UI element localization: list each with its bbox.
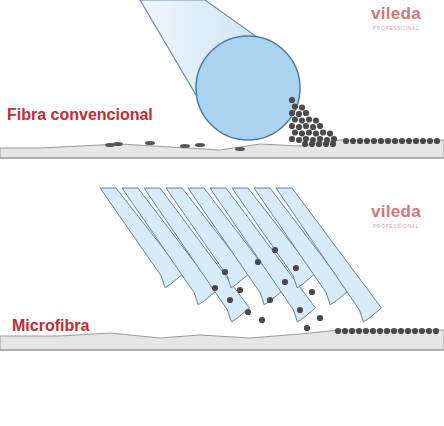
dirt-dot (316, 141, 322, 147)
dirt-dot (371, 138, 377, 144)
dirt-dot (343, 138, 349, 144)
dirt-dot (399, 138, 405, 144)
dirt-dot (377, 328, 383, 334)
dirt-dot (292, 129, 298, 135)
dirt-dot (406, 138, 412, 144)
dirt-smear (195, 143, 205, 147)
dirt-dot (309, 289, 315, 295)
surface-edge (0, 158, 444, 159)
dirt-dot (306, 129, 312, 135)
dirt-dot (289, 110, 295, 116)
dirt-dot (327, 130, 333, 136)
dirt-dot (272, 247, 278, 253)
dirt-dot (350, 138, 356, 144)
dirt-dot (357, 138, 363, 144)
microfiber-strand (276, 188, 381, 322)
dirt-dot (342, 328, 348, 334)
dirt-dot (296, 111, 302, 117)
dirt-dot (419, 328, 425, 334)
dirt-dot (304, 325, 310, 331)
dirt-particles (105, 97, 440, 151)
dirt-dot (310, 124, 316, 130)
dirt-dot (335, 328, 341, 334)
dirt-dot (259, 317, 265, 323)
dirt-dot (434, 138, 440, 144)
dirt-dot (413, 138, 419, 144)
dirt-dot (296, 137, 302, 143)
dirt-dot (299, 104, 305, 110)
dirt-dot (398, 328, 404, 334)
dirt-dot (426, 328, 432, 334)
dirt-dot (293, 265, 299, 271)
dirt-dot (245, 309, 251, 315)
dirt-dot (289, 97, 295, 103)
dirt-dot (330, 141, 336, 147)
dirt-dot (227, 297, 233, 303)
dirt-dot (313, 117, 319, 123)
dirt-dot (303, 110, 309, 116)
dirt-dot (296, 124, 302, 130)
dirt-dot (370, 328, 376, 334)
dirt-dot (323, 141, 329, 147)
dirt-dot (349, 328, 355, 334)
dirt-smear (113, 142, 123, 146)
surface-edge (0, 350, 444, 351)
dirt-dot (363, 328, 369, 334)
dirt-dot (313, 130, 319, 136)
dirt-dot (317, 123, 323, 129)
dirt-dot (392, 138, 398, 144)
brand-logo: vileda (371, 4, 421, 24)
fiber-cross-section (196, 36, 300, 140)
dirt-dot (306, 116, 312, 122)
dirt-dot (433, 328, 439, 334)
dirt-dot (317, 315, 323, 321)
microfiber-strands (100, 188, 381, 322)
dirt-dot (289, 123, 295, 129)
dirt-smear (235, 147, 245, 151)
dirt-dot (427, 138, 433, 144)
caption-label: Fibra convencional (7, 106, 153, 124)
dirt-dot (292, 116, 298, 122)
dirt-dot (405, 328, 411, 334)
dirt-dot (391, 328, 397, 334)
dirt-dot (297, 307, 303, 313)
brand-logo: vileda (371, 202, 421, 222)
brand-subtitle: PROFESSIONAL (373, 25, 419, 31)
dirt-dot (237, 287, 243, 293)
dirt-dot (385, 138, 391, 144)
dirt-dot (320, 129, 326, 135)
brand-subtitle: PROFESSIONAL (373, 223, 419, 229)
dirt-dot (364, 138, 370, 144)
dirt-dot (309, 141, 315, 147)
dirt-dot (299, 130, 305, 136)
dirt-dot (299, 117, 305, 123)
dirt-dot (384, 328, 390, 334)
dirt-dot (303, 123, 309, 129)
dirt-dot (292, 103, 298, 109)
dirt-dot (267, 297, 273, 303)
dirt-dot (255, 259, 261, 265)
dirt-dot (222, 269, 228, 275)
dirt-dot (289, 136, 295, 142)
caption-label: Microfibra (12, 317, 89, 335)
surface (0, 140, 444, 158)
dirt-dot (420, 138, 426, 144)
dirt-smear (180, 144, 190, 148)
dirt-dot (302, 141, 308, 147)
conventional-fiber (0, 0, 444, 158)
dirt-dot (412, 328, 418, 334)
dirt-dot (282, 279, 288, 285)
dirt-smear (145, 141, 155, 145)
dirt-dot (378, 138, 384, 144)
dirt-dot (356, 328, 362, 334)
dirt-dot (212, 285, 218, 291)
dirt-particles (212, 247, 439, 334)
